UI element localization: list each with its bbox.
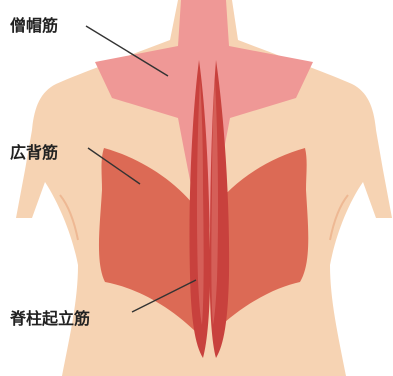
label-trapezius: 僧帽筋 bbox=[10, 16, 58, 35]
label-erector-spinae: 脊柱起立筋 bbox=[9, 309, 90, 328]
label-latissimus: 広背筋 bbox=[10, 143, 58, 162]
